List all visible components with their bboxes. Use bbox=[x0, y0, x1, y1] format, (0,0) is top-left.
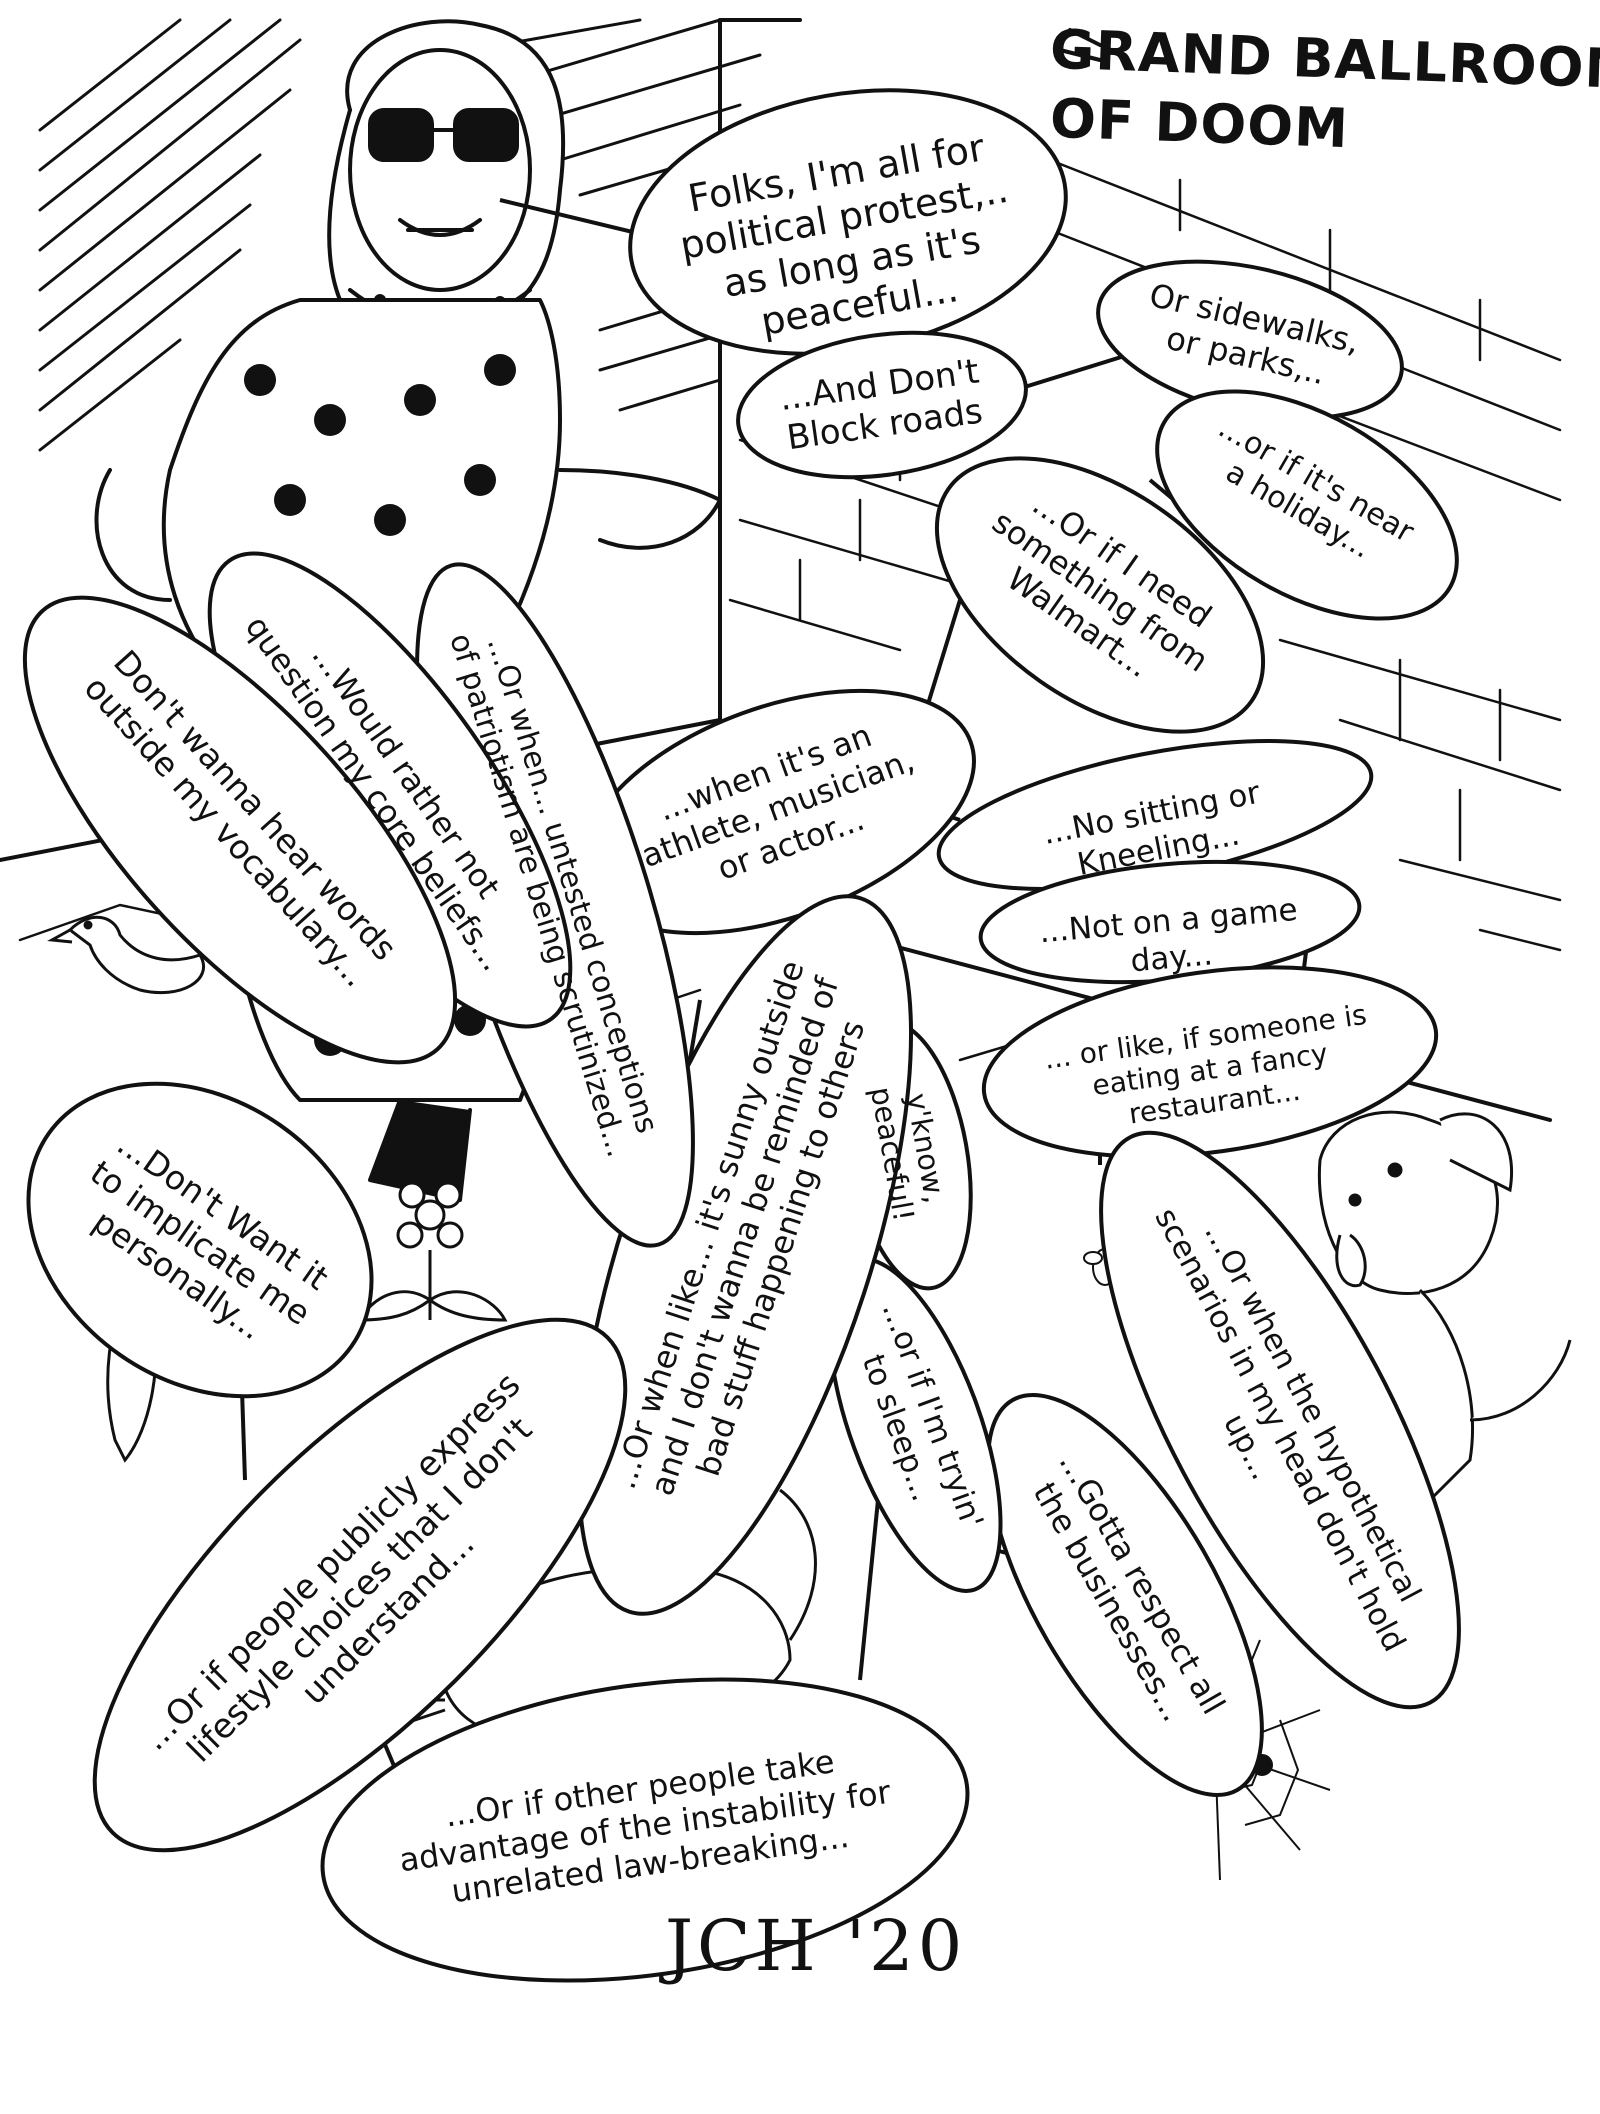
artist-signature: JCH '20 bbox=[665, 1905, 967, 1987]
speech-bubbles bbox=[22, 88, 1461, 1983]
dog-drawing bbox=[1294, 1110, 1572, 1612]
comic-title-line-2: OF DOOM bbox=[1048, 86, 1350, 161]
flower-drawing bbox=[357, 1181, 508, 1322]
